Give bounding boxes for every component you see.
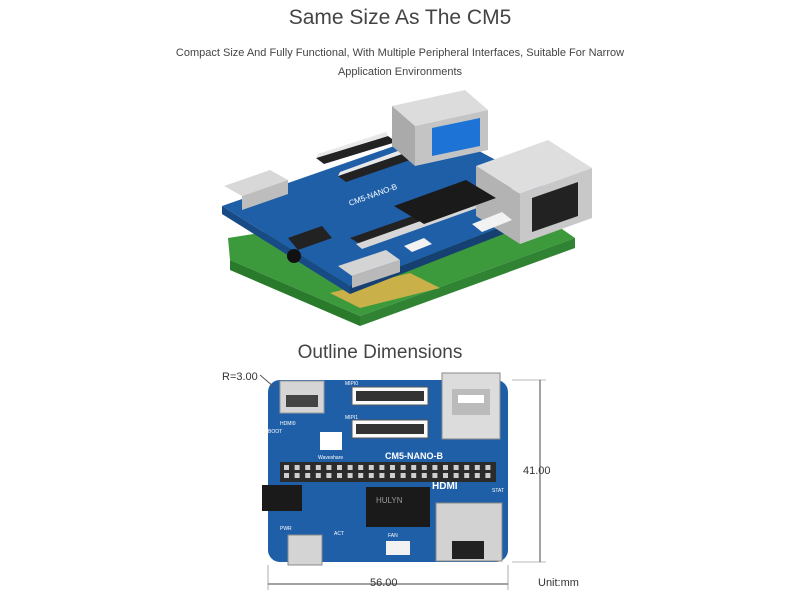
gpio-pin	[368, 465, 374, 470]
usb-a-port-tongue	[458, 395, 484, 403]
gpio-pin	[474, 473, 480, 478]
fan-silk: FAN	[388, 533, 398, 539]
gpio-pin	[368, 473, 374, 478]
gpio-pins	[284, 465, 491, 478]
outline-drawing: MIPI0 MIPI1 Waveshare CM5-NANO-B HDMI0 B…	[259, 372, 546, 590]
outline-title: Outline Dimensions	[297, 342, 463, 363]
page-title: Same Size As The CM5	[288, 6, 512, 29]
width-label: 56.00	[370, 577, 398, 589]
gpio-pin	[379, 473, 385, 478]
gpio-pin	[326, 465, 332, 470]
page-subtitle: Compact Size And Fully Functional, With …	[150, 44, 650, 82]
chip-silk: HULYN	[376, 496, 403, 505]
gpio-pin	[347, 465, 353, 470]
gpio-pin	[305, 473, 311, 478]
gpio-pin	[474, 465, 480, 470]
gpio-pin	[390, 465, 395, 470]
gpio-pin	[485, 473, 491, 478]
gpio-pin	[315, 473, 321, 478]
fan-connector-top	[386, 541, 410, 555]
gpio-pin	[337, 473, 342, 478]
gpio-pin	[379, 465, 385, 470]
gpio-header	[280, 462, 496, 482]
hdmi-port	[224, 170, 288, 210]
boot-silk: BOOT	[268, 429, 282, 435]
gpio-pin	[294, 473, 300, 478]
gpio-pin	[294, 465, 300, 470]
hdmi-silk: HDMI	[432, 481, 458, 492]
gpio-pin	[400, 465, 406, 470]
gpio-pin	[421, 473, 427, 478]
height-label: 41.00	[523, 465, 551, 477]
gpio-pin	[421, 465, 427, 470]
main-chip-top	[366, 487, 430, 527]
gpio-pin	[326, 473, 332, 478]
gpio-pin	[284, 473, 289, 478]
model-silk: CM5-NANO-B	[385, 451, 443, 461]
mipi0-connector-pins	[356, 391, 424, 401]
gpio-pin	[315, 465, 321, 470]
hdmi0-silk: HDMI0	[280, 421, 296, 427]
gpio-pin	[453, 473, 459, 478]
audio-jack	[287, 226, 332, 263]
mipi-connectors	[316, 132, 416, 182]
brand-silk: Waveshare	[318, 455, 343, 461]
product-photo: CM5-NANO-B	[222, 90, 592, 326]
gpio-pin	[411, 465, 417, 470]
pwr-silk: PWR	[280, 526, 292, 532]
gpio-pin	[485, 465, 491, 470]
subtitle-line-1: Compact Size And Fully Functional, With …	[175, 47, 625, 59]
gpio-pin	[400, 473, 406, 478]
usb-c-port	[338, 250, 400, 288]
fan-connector	[404, 238, 432, 252]
gpio-pin	[358, 473, 364, 478]
audio-jack-top	[262, 485, 302, 511]
mipi0-silk: MIPI0	[345, 381, 358, 387]
gpio-pin	[432, 473, 438, 478]
gpio-pin	[464, 465, 470, 470]
side-connector	[472, 212, 512, 232]
stat-silk: STAT	[492, 488, 504, 494]
unit-label: Unit:mm	[538, 577, 579, 589]
gpio-pin	[453, 465, 459, 470]
ethernet-port-opening	[452, 541, 484, 559]
gpio-pin	[358, 465, 364, 470]
mipi1-silk: MIPI1	[345, 415, 358, 421]
usb-a-port	[392, 90, 488, 166]
hdmi-port-opening	[286, 395, 318, 407]
gpio-pin	[411, 473, 417, 478]
usb-c-port-top	[287, 534, 323, 566]
mipi1-connector-pins	[356, 424, 424, 434]
gpio-pin	[305, 465, 311, 470]
gpio-pin	[284, 465, 289, 470]
gpio-pin	[347, 473, 353, 478]
gpio-pin	[337, 465, 342, 470]
subtitle-line-2: Application Environments	[337, 66, 463, 78]
ethernet-port	[476, 140, 592, 244]
gpio-pin	[443, 473, 448, 478]
main-chip	[394, 180, 496, 224]
gpio-pin	[432, 465, 438, 470]
radius-leader	[259, 374, 275, 388]
act-silk: ACT	[334, 531, 344, 537]
gpio-pin	[390, 473, 395, 478]
gpio-pin	[443, 465, 448, 470]
radius-label: R=3.00	[222, 371, 258, 383]
waveshare-logo	[320, 432, 342, 450]
gpio-pin	[464, 473, 470, 478]
